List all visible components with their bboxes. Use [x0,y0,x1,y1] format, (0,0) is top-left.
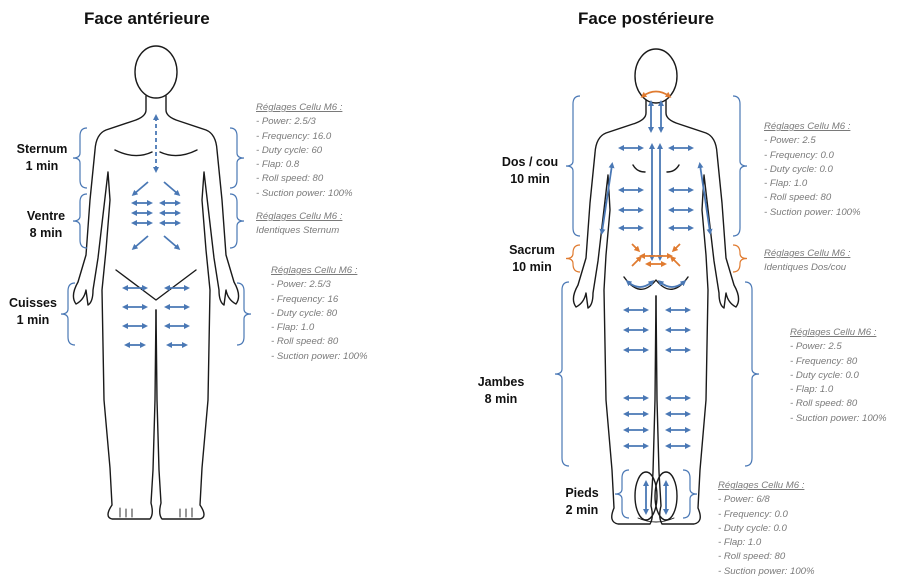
settings-line: - Flap: 1.0 [790,383,887,397]
settings-line: - Suction power: 100% [256,187,353,201]
settings-line: - Duty cycle: 80 [271,307,368,321]
settings-line: - Power: 6/8 [718,493,815,507]
massage-arrow [632,244,638,250]
settings-pieds: Réglages Cellu M6 : - Power: 6/8 - Frequ… [718,479,815,579]
settings-line: - Roll speed: 80 [764,191,861,205]
settings-line: - Frequency: 16.0 [256,130,353,144]
massage-arrow [602,165,612,232]
massage-arrow [674,244,680,250]
massage-arrow [672,258,680,266]
settings-header: Réglages Cellu M6 : [718,479,815,493]
settings-header: Réglages Cellu M6 : [256,210,342,224]
settings-line: - Frequency: 0.0 [764,149,861,163]
massage-arrow [134,236,148,248]
zone-label-cuisses: Cuisses 1 min [2,295,64,329]
zone-label-sternum: Sternum 1 min [12,141,72,175]
settings-header: Réglages Cellu M6 : [764,247,850,261]
massage-arrow [134,182,148,194]
zone-bracket [555,282,569,466]
zone-bracket [230,128,244,188]
settings-line: - Power: 2.5/3 [256,115,353,129]
settings-line: - Suction power: 100% [271,350,368,364]
arrows-layer [125,92,710,513]
settings-line: - Power: 2.5 [764,134,861,148]
settings-cuisses: Réglages Cellu M6 : - Power: 2.5/3 - Fre… [271,264,368,364]
massage-arrow [643,92,669,97]
settings-line: - Frequency: 16 [271,293,368,307]
massage-arrow [632,258,640,266]
zone-duration: 8 min [16,225,76,242]
settings-line: - Roll speed: 80 [271,335,368,349]
settings-line: - Flap: 0.8 [256,158,353,172]
settings-header: Réglages Cellu M6 : [764,120,861,134]
zone-label-ventre: Ventre 8 min [16,208,76,242]
zone-bracket [237,283,251,345]
brackets-layer [61,96,759,518]
settings-line: - Duty cycle: 0.0 [718,522,815,536]
massage-arrow [164,182,178,194]
zone-name: Sacrum [502,242,562,259]
settings-dos-cou: Réglages Cellu M6 : - Power: 2.5 - Frequ… [764,120,861,220]
settings-line: - Duty cycle: 0.0 [790,369,887,383]
settings-line: - Suction power: 100% [790,412,887,426]
settings-sternum: Réglages Cellu M6 : - Power: 2.5/3 - Fre… [256,101,353,201]
settings-line: - Roll speed: 80 [256,172,353,186]
settings-header: Réglages Cellu M6 : [790,326,887,340]
settings-line: - Flap: 1.0 [718,536,815,550]
settings-line: Identiques Dos/cou [764,261,850,275]
settings-line: - Frequency: 0.0 [718,508,815,522]
zone-duration: 10 min [502,259,562,276]
zone-bracket [733,96,747,236]
zone-bracket [733,245,747,272]
zone-bracket [73,128,87,188]
settings-jambes: Réglages Cellu M6 : - Power: 2.5 - Frequ… [790,326,887,426]
zone-label-jambes: Jambes 8 min [470,374,532,408]
massage-arrow [164,236,178,248]
settings-line: - Power: 2.5/3 [271,278,368,292]
zone-label-pieds: Pieds 2 min [552,485,612,519]
zone-bracket [745,282,759,466]
zone-name: Sternum [12,141,72,158]
settings-line: - Roll speed: 80 [790,397,887,411]
zone-bracket [615,470,629,518]
massage-arrow [700,165,710,232]
settings-sacrum: Réglages Cellu M6 : Identiques Dos/cou [764,247,850,276]
zone-label-sacrum: Sacrum 10 min [502,242,562,276]
settings-line: - Flap: 1.0 [271,321,368,335]
settings-line: - Suction power: 100% [718,565,815,579]
zone-bracket [683,470,697,518]
zone-name: Pieds [552,485,612,502]
zone-bracket [566,245,580,272]
zone-duration: 1 min [2,312,64,329]
settings-line: - Power: 2.5 [790,340,887,354]
settings-line: - Duty cycle: 0.0 [764,163,861,177]
zone-name: Dos / cou [493,154,567,171]
zone-duration: 1 min [12,158,72,175]
settings-line: - Duty cycle: 60 [256,144,353,158]
settings-header: Réglages Cellu M6 : [256,101,353,115]
zone-label-dos-cou: Dos / cou 10 min [493,154,567,188]
anterior-body-outline [73,46,238,519]
zone-name: Jambes [470,374,532,391]
settings-line: - Suction power: 100% [764,206,861,220]
anterior-title: Face antérieure [84,9,210,29]
zone-name: Ventre [16,208,76,225]
settings-line: Identiques Sternum [256,224,342,238]
zone-bracket [566,96,580,236]
zone-name: Cuisses [2,295,64,312]
settings-line: - Flap: 1.0 [764,177,861,191]
settings-ventre: Réglages Cellu M6 : Identiques Sternum [256,210,342,239]
posterior-body-outline [573,49,738,524]
settings-line: - Frequency: 80 [790,355,887,369]
settings-header: Réglages Cellu M6 : [271,264,368,278]
zone-bracket [230,194,244,248]
zone-duration: 8 min [470,391,532,408]
zone-duration: 2 min [552,502,612,519]
posterior-title: Face postérieure [578,9,714,29]
settings-line: - Roll speed: 80 [718,550,815,564]
zone-duration: 10 min [493,171,567,188]
